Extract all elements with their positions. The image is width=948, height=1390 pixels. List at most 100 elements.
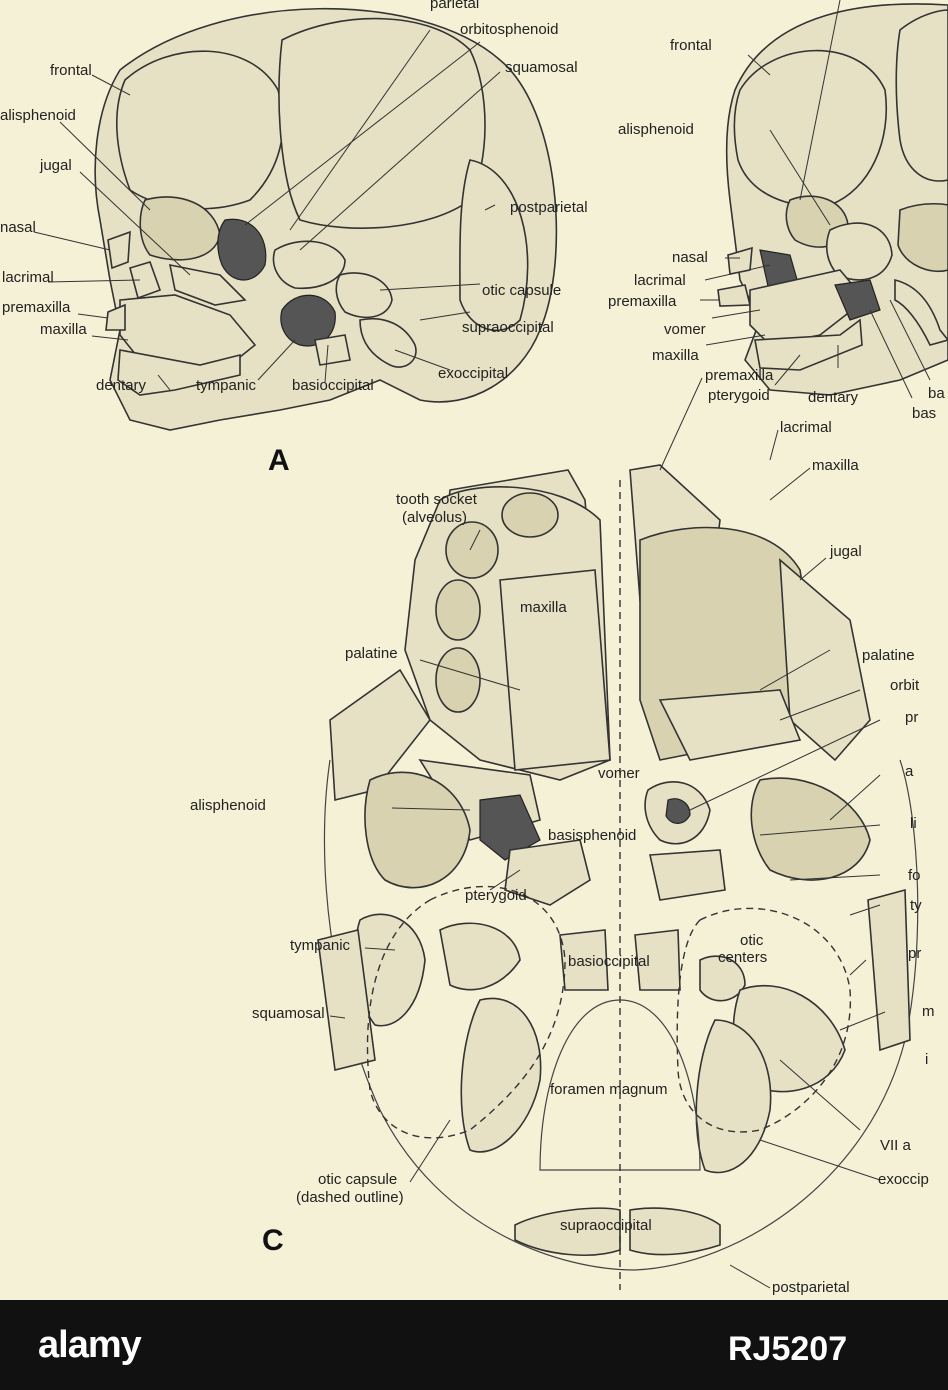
basioccipital-bone-a bbox=[314, 334, 351, 366]
label-a-otic-capsule: otic capsule bbox=[482, 282, 561, 299]
skull-diagram: parietal orbitosphenoid squamosal fronta… bbox=[0, 0, 948, 1296]
label-a-alisphenoid: alisphenoid bbox=[0, 107, 76, 124]
otic-centers-right-c bbox=[699, 955, 746, 1002]
supraoccipital-right-c bbox=[629, 1207, 721, 1256]
label-c-maxilla-center: maxilla bbox=[520, 599, 567, 616]
parietal-bone-b bbox=[895, 9, 948, 182]
hyoid-region-b bbox=[894, 278, 948, 346]
premaxilla-bone-b bbox=[717, 284, 752, 307]
alisphenoid-left-c bbox=[364, 771, 471, 889]
jugal-bone-a bbox=[168, 263, 247, 306]
label-a-parietal: parietal bbox=[430, 0, 479, 12]
otic-capsule-outline-c bbox=[366, 885, 566, 1139]
tooth-socket-1 bbox=[501, 492, 559, 538]
alamy-logo: alamy bbox=[38, 1324, 142, 1366]
label-c-pr-2: pr bbox=[908, 945, 921, 962]
palatine-right-c bbox=[658, 689, 802, 761]
label-c-basisphenoid: basisphenoid bbox=[548, 827, 636, 844]
basisphenoid-right-c bbox=[649, 849, 726, 901]
frontal-bone-b bbox=[733, 49, 888, 207]
label-c-li: li bbox=[910, 815, 917, 832]
dentary-bone-a bbox=[117, 349, 241, 396]
label-b-dentary: dentary bbox=[808, 389, 859, 406]
label-c-jugal: jugal bbox=[829, 543, 862, 560]
basioccipital-left-c bbox=[559, 929, 609, 991]
label-c-tooth-socket-2: (alveolus) bbox=[402, 509, 467, 526]
label-a-frontal: frontal bbox=[50, 62, 92, 79]
panel-b-lateral-skull: frontal alisphenoid nasal lacrimal prema… bbox=[608, 0, 948, 422]
basioccipital-right-c bbox=[634, 929, 681, 991]
label-c-postparietal: postparietal bbox=[772, 1279, 850, 1296]
label-b-maxilla: maxilla bbox=[652, 347, 699, 364]
label-c-maxilla-right: maxilla bbox=[812, 457, 859, 474]
tooth-socket-3 bbox=[435, 579, 481, 641]
lacrimal-bone-a bbox=[129, 261, 162, 300]
label-b-nasal: nasal bbox=[672, 249, 708, 266]
panel-label-a: A bbox=[268, 444, 290, 477]
label-c-lacrimal: lacrimal bbox=[780, 419, 832, 436]
exoccipital-bone-a bbox=[359, 318, 417, 368]
label-c-palatine-right: palatine bbox=[862, 647, 915, 664]
label-c-alisphenoid: alisphenoid bbox=[190, 797, 266, 814]
label-b-vomer: vomer bbox=[664, 321, 706, 338]
postparietal-bone-a bbox=[459, 159, 529, 332]
basisphenoid-left-c bbox=[504, 839, 591, 906]
jugal-left-c bbox=[329, 668, 431, 802]
frontal-bone-a bbox=[116, 50, 284, 210]
label-a-postparietal: postparietal bbox=[510, 199, 588, 216]
label-c-vomer: vomer bbox=[598, 765, 640, 782]
otic-capsule-a bbox=[335, 272, 393, 319]
label-c-foramen-magnum: foramen magnum bbox=[550, 1081, 668, 1098]
tympanic-ring-a bbox=[280, 294, 336, 347]
otic-capsule-outline-right-c bbox=[676, 907, 852, 1133]
label-c-orbit: orbit bbox=[890, 677, 920, 694]
label-c-otic-capsule-1: otic capsule bbox=[318, 1171, 397, 1188]
nasal-bone-a bbox=[107, 230, 131, 270]
label-b-bas: bas bbox=[912, 405, 936, 422]
label-a-orbitosphenoid: orbitosphenoid bbox=[460, 21, 558, 38]
panel-label-c: C bbox=[262, 1224, 284, 1257]
label-c-i: i bbox=[925, 1051, 928, 1068]
label-a-nasal: nasal bbox=[0, 219, 36, 236]
panel-a-lateral-skull: parietal orbitosphenoid squamosal fronta… bbox=[0, 0, 588, 477]
squamosal-right-c bbox=[867, 888, 911, 1052]
otic-region-b bbox=[825, 222, 893, 281]
watermark-banner: alamy RJ5207 bbox=[0, 1300, 948, 1390]
otic-left-c bbox=[439, 922, 521, 991]
alisphenoid-right-c bbox=[750, 777, 871, 881]
parietal-bone-a bbox=[278, 17, 486, 229]
label-c-squamosal: squamosal bbox=[252, 1005, 325, 1022]
label-c-a: a bbox=[905, 763, 914, 780]
exoccipital-right-c bbox=[695, 1019, 772, 1174]
label-c-ty: ty bbox=[910, 897, 922, 914]
label-c-otic-centers-1: otic bbox=[740, 932, 764, 949]
label-c-m: m bbox=[922, 1003, 935, 1020]
label-c-pterygoid: pterygoid bbox=[465, 887, 527, 904]
squamosal-bone-a bbox=[272, 240, 346, 290]
premaxilla-bone-a bbox=[105, 303, 126, 331]
label-c-basioccipital: basioccipital bbox=[568, 953, 650, 970]
label-a-supraoccipital: supraoccipital bbox=[462, 319, 554, 336]
vomer-hole-c bbox=[665, 798, 691, 824]
label-c-exoccip: exoccip bbox=[878, 1171, 929, 1188]
label-c-tooth-socket-1: tooth socket bbox=[396, 491, 478, 508]
label-a-jugal: jugal bbox=[39, 157, 72, 174]
label-c-vii: VII a bbox=[880, 1137, 912, 1154]
tooth-socket-4 bbox=[435, 647, 481, 713]
label-b-alisphenoid: alisphenoid bbox=[618, 121, 694, 138]
label-a-exoccipital: exoccipital bbox=[438, 365, 508, 382]
label-a-squamosal: squamosal bbox=[505, 59, 578, 76]
panel-c-ventral-skull: premaxilla lacrimal maxilla tooth socket… bbox=[190, 367, 935, 1296]
squamosal-left-c bbox=[317, 929, 376, 1071]
label-a-lacrimal: lacrimal bbox=[2, 269, 54, 286]
label-c-otic-capsule-2: (dashed outline) bbox=[296, 1189, 404, 1206]
exoccipital-left-c bbox=[460, 997, 542, 1153]
label-c-supraoccipital: supraoccipital bbox=[560, 1217, 652, 1234]
label-b-premaxilla: premaxilla bbox=[608, 293, 677, 310]
label-b-ba: ba bbox=[928, 385, 945, 402]
maxilla-center-c bbox=[499, 569, 611, 771]
label-c-otic-centers-2: centers bbox=[718, 949, 767, 966]
label-b-lacrimal: lacrimal bbox=[634, 272, 686, 289]
label-b-frontal: frontal bbox=[670, 37, 712, 54]
image-code: RJ5207 bbox=[728, 1330, 848, 1368]
